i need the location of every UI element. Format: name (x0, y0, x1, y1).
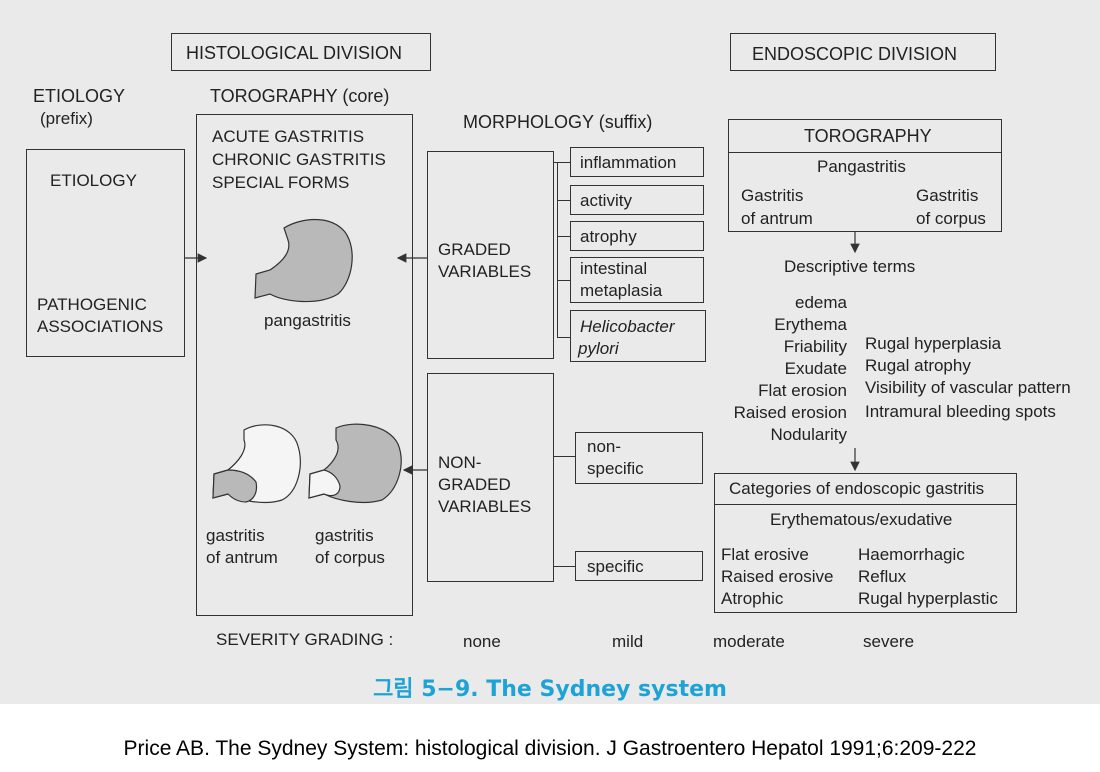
nonspecific-box (575, 432, 703, 484)
nongraded-variables-box (427, 373, 554, 582)
helicobacter-label: Helicobacter (580, 317, 675, 336)
gastritis-antrum-label-a: gastritis (206, 526, 265, 545)
intestinal-metaplasia-box (570, 257, 704, 303)
etiology-heading: ETIOLOGY (33, 86, 126, 106)
erythematous-label: Erythematous/exudative (770, 510, 953, 529)
connector-helicobacter (557, 337, 570, 338)
special-forms-label: SPECIAL FORMS (212, 173, 350, 192)
graded-variables-box (427, 151, 554, 359)
term-friability: Friability (783, 337, 847, 356)
term-edema: edema (795, 293, 847, 312)
connector-inflammation (554, 162, 570, 163)
category-raised-erosive: Raised erosive (721, 567, 834, 586)
pangastritis-label: pangastritis (264, 311, 351, 330)
graded-label: GRADED (438, 240, 511, 259)
descriptive-terms-label: Descriptive terms (784, 257, 916, 276)
torography-core-heading: TOROGRAPHY (core) (210, 86, 390, 106)
category-rugal-hyperplastic: Rugal hyperplastic (858, 589, 998, 608)
term-exudate: Exudate (784, 359, 847, 378)
specific-label: specific (587, 557, 644, 576)
severity-none: none (463, 632, 501, 651)
term-erythema: Erythema (774, 315, 847, 334)
etiology-box (26, 149, 185, 357)
endoscopic-torography-divider (728, 152, 1002, 153)
connector-atrophy (557, 236, 570, 237)
connector-metaplasia (557, 280, 570, 281)
term-flat-erosion: Flat erosion (758, 381, 847, 400)
nonspecific-label-a: non- (587, 437, 622, 456)
categories-box (714, 473, 1017, 613)
endoscopic-division-header-box (730, 33, 996, 71)
graded-bracket-line (557, 162, 558, 338)
inflammation-box (570, 147, 704, 177)
graded2-label: GRADED (438, 475, 511, 494)
connector-nonspecific (554, 456, 575, 457)
stomach-antrum-icon (212, 424, 301, 504)
helicobacter-box (570, 310, 706, 362)
stomach-corpus-icon (308, 423, 402, 504)
reference-citation: Price AB. The Sydney System: histologica… (123, 737, 977, 760)
acute-gastritis-label: ACUTE GASTRITIS (212, 127, 365, 146)
term-vascular-pattern: Visibility of vascular pattern (865, 378, 1071, 397)
severity-mild: mild (612, 632, 644, 651)
activity-label: activity (580, 191, 632, 210)
severity-severe: severe (863, 632, 915, 651)
atrophy-box (570, 221, 704, 251)
endoscopic-corpus-label-b: of corpus (916, 209, 986, 228)
connector-activity (557, 200, 570, 201)
endoscopic-antrum-label-b: of antrum (741, 209, 813, 228)
endoscopic-torography-label: TOROGRAPHY (804, 126, 932, 146)
variables-label: VARIABLES (438, 262, 532, 281)
stomach-pangastritis-icon (254, 219, 353, 303)
nonspecific-label-b: specific (587, 459, 644, 478)
endoscopic-torography-box (728, 119, 1002, 232)
scanned-figure (0, 0, 1100, 704)
etiology-box-label: ETIOLOGY (50, 171, 137, 190)
term-nodularity: Nodularity (770, 425, 847, 444)
atrophy-label: atrophy (580, 227, 637, 246)
gastritis-antrum-label-b: of antrum (206, 548, 278, 567)
torography-core-box (196, 114, 413, 616)
histological-division-header-box (171, 33, 431, 71)
endoscopic-division-heading: ENDOSCOPIC DIVISION (752, 44, 958, 64)
histological-division-heading: HISTOLOGICAL DIVISION (186, 43, 403, 63)
connector-specific (554, 566, 575, 567)
activity-box (570, 185, 704, 215)
category-atrophic: Atrophic (721, 589, 784, 608)
variables2-label: VARIABLES (438, 497, 532, 516)
categories-divider (714, 504, 1017, 505)
metaplasia-label: metaplasia (580, 281, 663, 300)
intestinal-label: intestinal (580, 259, 648, 278)
endoscopic-pangastritis-label: Pangastritis (817, 157, 906, 176)
endoscopic-corpus-label-a: Gastritis (916, 186, 979, 205)
etiology-subheading: (prefix) (40, 109, 93, 128)
diagram-graphics (185, 219, 860, 504)
categories-title: Categories of endoscopic gastritis (729, 479, 985, 498)
category-haemorrhagic: Haemorrhagic (858, 545, 965, 564)
specific-box (575, 551, 703, 581)
non-label: NON- (438, 453, 482, 472)
pylori-label: pylori (578, 339, 619, 358)
term-intramural-bleeding: Intramural bleeding spots (865, 402, 1056, 421)
term-raised-erosion: Raised erosion (733, 403, 847, 422)
term-rugal-hyperplasia: Rugal hyperplasia (865, 334, 1002, 353)
figure-caption: 그림 5−9. The Sydney system (373, 677, 727, 702)
morphology-heading: MORPHOLOGY (suffix) (463, 112, 653, 132)
gastritis-corpus-label-a: gastritis (315, 526, 374, 545)
inflammation-label: inflammation (580, 153, 677, 172)
category-reflux: Reflux (858, 567, 907, 586)
gastritis-corpus-label-b: of corpus (315, 548, 385, 567)
term-rugal-atrophy: Rugal atrophy (865, 356, 971, 375)
severity-moderate: moderate (713, 632, 785, 651)
associations-label: ASSOCIATIONS (37, 317, 164, 336)
pathogenic-label: PATHOGENIC (37, 295, 147, 314)
chronic-gastritis-label: CHRONIC GASTRITIS (212, 150, 386, 169)
endoscopic-antrum-label-a: Gastritis (741, 186, 804, 205)
severity-grading-label: SEVERITY GRADING : (216, 630, 394, 649)
category-flat-erosive: Flat erosive (721, 545, 809, 564)
